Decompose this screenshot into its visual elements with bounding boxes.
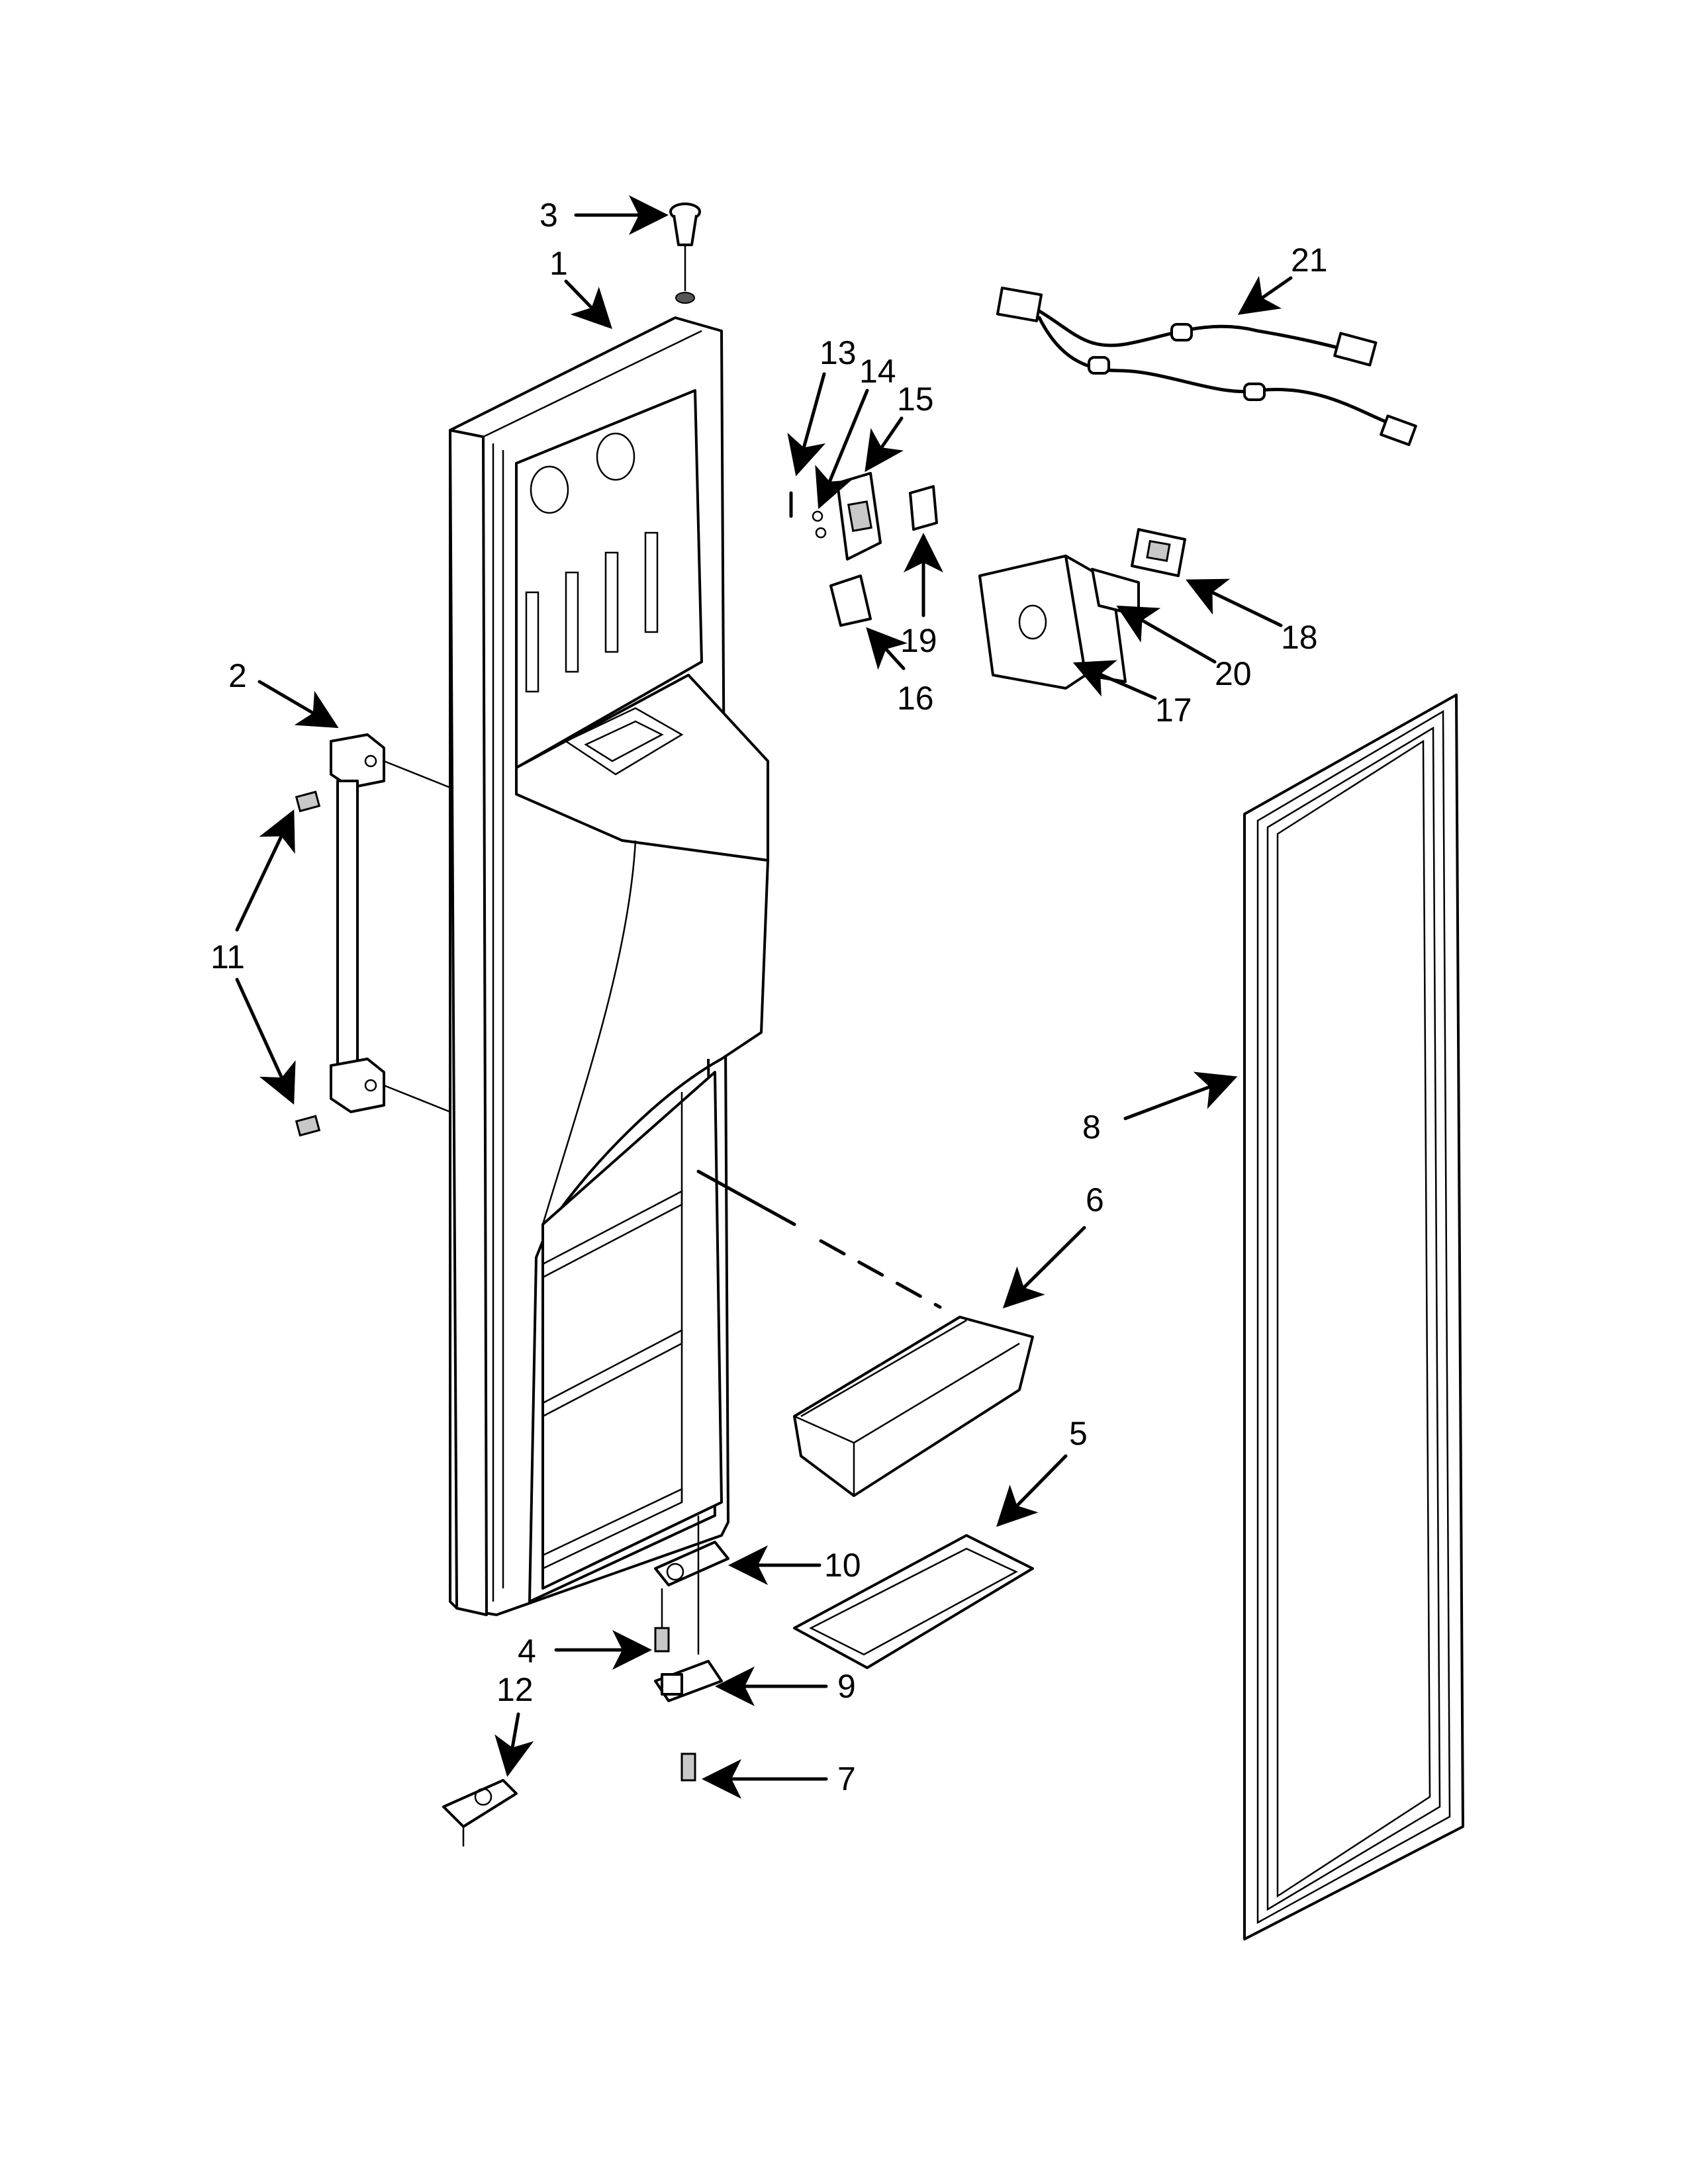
callout-21: 21 xyxy=(1237,242,1328,315)
callout-label-5: 5 xyxy=(1069,1415,1088,1452)
callout-15: 15 xyxy=(865,381,934,473)
callout-label-8: 8 xyxy=(1082,1109,1101,1146)
callout-label-3: 3 xyxy=(539,197,558,234)
callout-label-19: 19 xyxy=(900,622,937,659)
callout-4: 4 xyxy=(518,1630,652,1670)
callout-16: 16 xyxy=(866,627,934,717)
callout-20: 20 xyxy=(1116,606,1252,692)
callout-17: 17 xyxy=(1072,660,1192,729)
callout-label-9: 9 xyxy=(837,1668,856,1705)
callout-label-20: 20 xyxy=(1215,655,1252,692)
callout-label-11: 11 xyxy=(211,938,245,976)
callout-label-1: 1 xyxy=(549,245,568,282)
callout-label-12: 12 xyxy=(496,1671,534,1708)
callout-14: 14 xyxy=(815,353,896,510)
callout-10: 10 xyxy=(728,1545,861,1585)
callout-label-13: 13 xyxy=(820,334,857,371)
callout-label-16: 16 xyxy=(897,680,934,717)
callout-label-14: 14 xyxy=(859,353,896,390)
callout-8: 8 xyxy=(1082,1071,1238,1146)
door-bin xyxy=(793,1316,1034,1497)
callout-19: 19 xyxy=(900,533,943,659)
callout-18: 18 xyxy=(1185,578,1318,656)
callout-1: 1 xyxy=(549,245,612,330)
callout-label-18: 18 xyxy=(1281,619,1318,656)
callout-2: 2 xyxy=(228,657,339,729)
callout-label-17: 17 xyxy=(1155,692,1192,729)
callout-label-7: 7 xyxy=(837,1760,856,1797)
callout-13: 13 xyxy=(787,334,857,477)
callout-9: 9 xyxy=(715,1666,856,1706)
handle xyxy=(330,733,451,1113)
callout-12: 12 xyxy=(494,1671,534,1777)
callout-label-15: 15 xyxy=(897,381,934,418)
callout-3: 3 xyxy=(539,195,669,235)
callout-11: 11 xyxy=(211,809,296,1105)
callout-7: 7 xyxy=(702,1759,856,1799)
callout-label-10: 10 xyxy=(824,1547,861,1584)
wire-harness xyxy=(996,287,1417,446)
callout-label-2: 2 xyxy=(228,657,247,694)
door-gasket xyxy=(1243,694,1464,1940)
lower-hinge-hardware xyxy=(442,1516,729,1846)
callout-label-4: 4 xyxy=(518,1633,536,1670)
callout-label-21: 21 xyxy=(1291,242,1328,279)
set-screws xyxy=(295,790,321,1137)
callout-label-6: 6 xyxy=(1086,1181,1104,1218)
callout-6: 6 xyxy=(696,1169,1104,1309)
hinge-bushing xyxy=(669,203,701,304)
door-assembly xyxy=(449,316,769,1616)
switch-parts xyxy=(789,472,938,627)
callout-5: 5 xyxy=(996,1415,1088,1527)
bin-tray xyxy=(793,1534,1034,1669)
control-housing xyxy=(978,528,1186,690)
